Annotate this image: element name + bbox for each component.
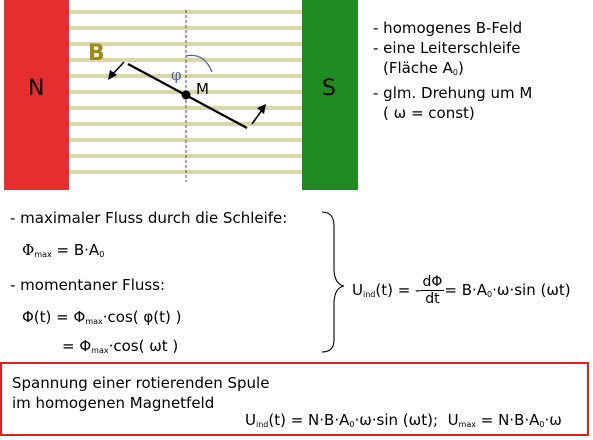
momentary-flux-formula-1: Φ(t) = Φmax·cos( φ(t) ) xyxy=(22,308,182,326)
phi-angle-arc xyxy=(185,54,213,73)
note-line: - homogenes B-Feld xyxy=(373,19,523,37)
summary-box xyxy=(0,362,589,436)
max-flux-formula: Φmax = B·A0 xyxy=(22,241,105,259)
south-label: S xyxy=(322,76,336,101)
phi-label: φ xyxy=(171,66,182,84)
note-line: - glm. Drehung um M xyxy=(373,84,533,102)
center-point-m xyxy=(181,90,191,100)
rotation-arrow-left xyxy=(108,61,125,80)
summary-line-1: Spannung einer rotierenden Spule xyxy=(12,374,270,392)
north-pole xyxy=(4,0,69,190)
summary-formula: Uind(t) = N·B·A0·ω·sin (ωt); Umax = N·B·… xyxy=(245,411,562,429)
note-line: ( ω = const) xyxy=(383,104,475,122)
note-line: - eine Leiterschleife xyxy=(373,39,521,57)
momentary-flux-heading: - momentaner Fluss: xyxy=(10,276,166,294)
max-flux-heading: - maximaler Fluss durch die Schleife: xyxy=(10,209,288,227)
summary-line-2: im homogenen Magnetfeld xyxy=(12,394,215,412)
north-label: N xyxy=(28,76,44,101)
momentary-flux-formula-2: = Φmax·cos( ωt ) xyxy=(62,337,179,355)
south-pole xyxy=(302,0,358,190)
curly-brace xyxy=(321,211,345,353)
note-line: (Fläche A0) xyxy=(383,59,464,77)
rotation-arrow-right xyxy=(251,104,266,125)
b-field-label: B xyxy=(88,41,105,66)
notes-block: - homogenes B-Feld - eine Leiterschleife… xyxy=(373,18,532,123)
m-label: M xyxy=(196,80,209,98)
